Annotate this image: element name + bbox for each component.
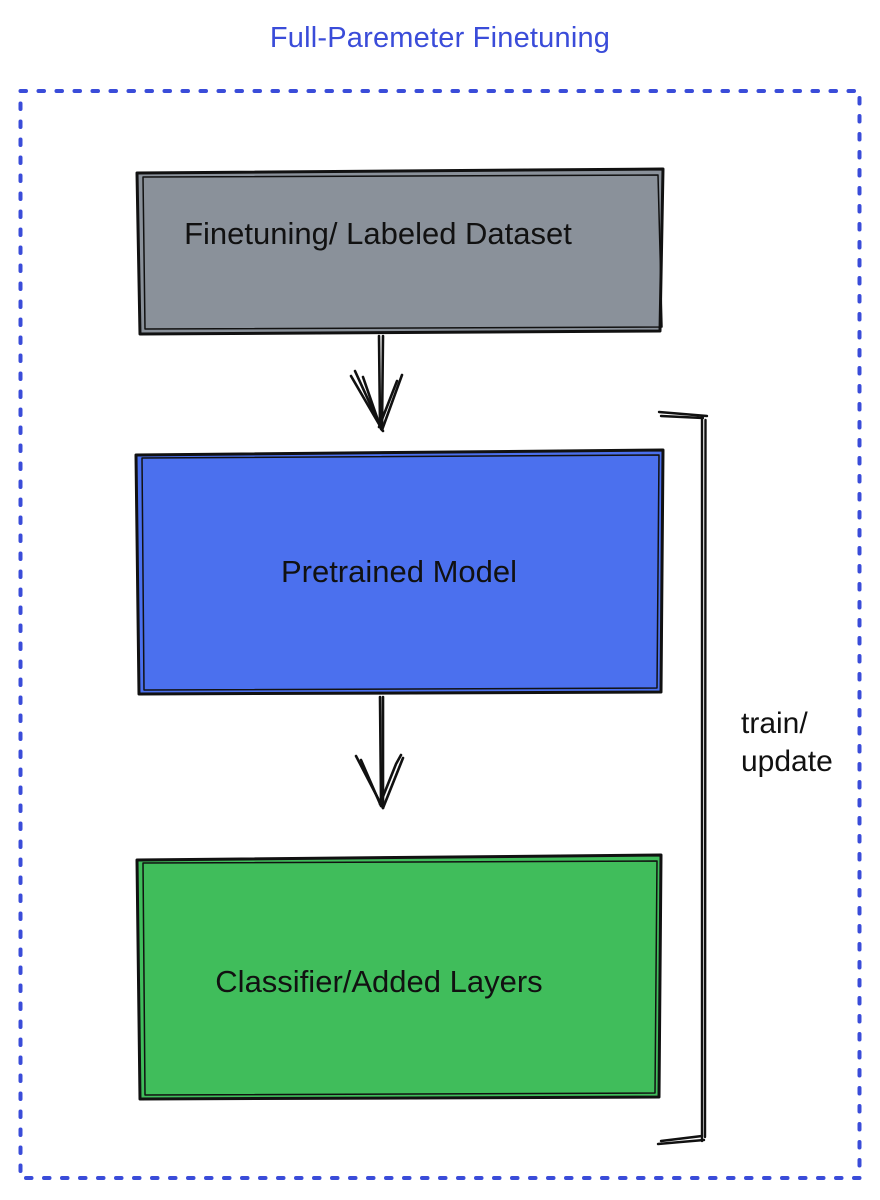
train-update-bracket-icon bbox=[656, 410, 709, 1146]
box-classifier-added-layers-shape bbox=[135, 853, 663, 1101]
dotted-container-border bbox=[18, 89, 862, 1180]
arrow-dataset-to-model-icon bbox=[349, 334, 404, 433]
box-classifier-added-layers-label: Classifier/Added Layers bbox=[215, 964, 542, 999]
box-finetuning-dataset-shape bbox=[135, 167, 665, 336]
diagram-title: Full-Paremeter Finetuning bbox=[270, 22, 610, 54]
train-update-label: train/ update bbox=[741, 707, 833, 778]
train-update-label-line2: update bbox=[741, 745, 833, 778]
box-pretrained-model-sketch-stroke bbox=[141, 454, 660, 691]
train-update-label-line1: train/ bbox=[741, 707, 808, 740]
box-finetuning-dataset-label: Finetuning/ Labeled Dataset bbox=[184, 216, 572, 251]
box-pretrained-model: Pretrained Model bbox=[134, 448, 665, 696]
box-pretrained-model-label: Pretrained Model bbox=[281, 554, 517, 589]
box-pretrained-model-shape bbox=[134, 448, 665, 696]
arrow-model-to-classifier-icon bbox=[354, 695, 405, 810]
box-finetuning-dataset: Finetuning/ Labeled Dataset bbox=[135, 167, 665, 336]
box-classifier-added-layers-sketch-stroke bbox=[142, 860, 658, 1096]
box-classifier-added-layers: Classifier/Added Layers bbox=[135, 853, 663, 1101]
box-finetuning-dataset-sketch-stroke bbox=[142, 174, 663, 330]
